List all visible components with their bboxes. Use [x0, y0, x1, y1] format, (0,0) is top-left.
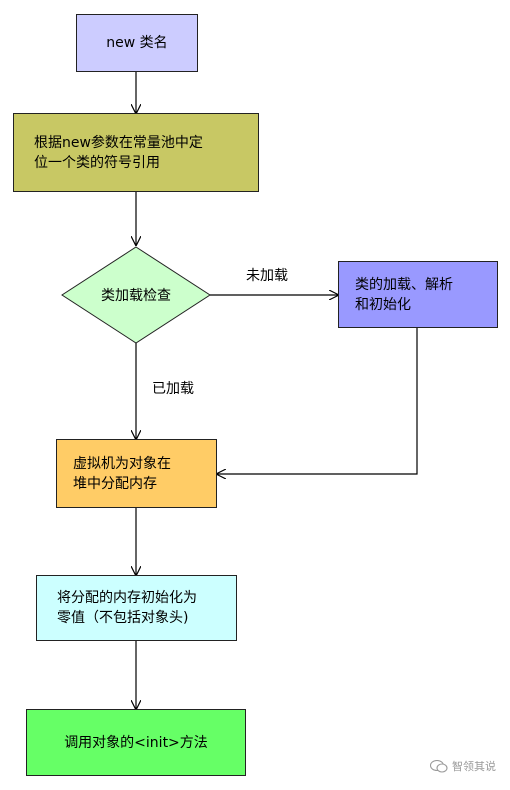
node-resolve-symbol-label: 根据new参数在常量池中定 位一个类的符号引用: [34, 134, 203, 171]
node-allocate-memory-label: 虚拟机为对象在 堆中分配内存: [73, 455, 171, 492]
node-class-load-check-label: 类加载检查: [101, 288, 171, 304]
edge-label-loaded: 已加载: [152, 381, 194, 397]
edge-label-not-loaded: 未加载: [246, 268, 288, 284]
node-class-load: 类的加载、解析 和初始化: [338, 261, 498, 328]
node-class-load-label: 类的加载、解析 和初始化: [355, 276, 453, 313]
node-zero-init-label: 将分配的内存初始化为 零值（不包括对象头): [57, 590, 197, 626]
watermark: 智领其说: [430, 758, 496, 774]
node-resolve-symbol: 根据new参数在常量池中定 位一个类的符号引用: [13, 113, 259, 192]
edge-load-to-alloc: [217, 328, 418, 474]
node-zero-init: 将分配的内存初始化为 零值（不包括对象头): [36, 575, 237, 641]
node-call-init-label: 调用对象的<init>方法: [64, 734, 208, 751]
node-allocate-memory: 虚拟机为对象在 堆中分配内存: [56, 439, 217, 508]
node-new-class-label: new 类名: [106, 35, 168, 51]
wechat-icon: [430, 759, 448, 773]
watermark-text: 智领其说: [452, 760, 496, 773]
node-call-init: 调用对象的<init>方法: [26, 709, 246, 776]
node-new-class: new 类名: [76, 14, 198, 72]
